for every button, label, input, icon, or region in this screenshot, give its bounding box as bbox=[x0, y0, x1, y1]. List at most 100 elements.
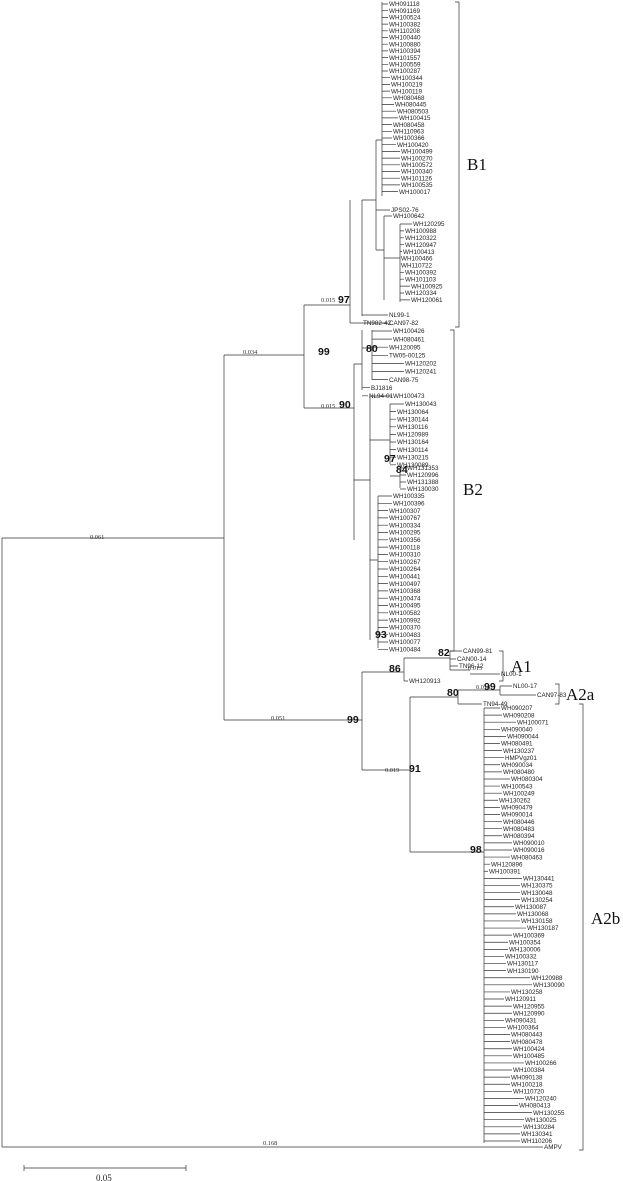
tip-label: WH120295 bbox=[413, 221, 445, 228]
tip-label: WH100266 bbox=[525, 1060, 557, 1067]
tip-label: WH080468 bbox=[393, 95, 425, 102]
branch-lines bbox=[1, 2, 543, 1148]
tip-label: WH100118 bbox=[389, 544, 421, 551]
tip-label: WH100420 bbox=[397, 142, 429, 149]
tip-label: WH130114 bbox=[397, 447, 429, 454]
tip-label: CAN97-82 bbox=[389, 320, 419, 327]
tip-label: WH120913 bbox=[409, 678, 441, 685]
tip-label: WH100366 bbox=[393, 135, 425, 142]
tip-label: WH100424 bbox=[513, 1046, 545, 1053]
tip-label: NL94-01 bbox=[369, 393, 394, 400]
tip-label: WH130284 bbox=[523, 1124, 555, 1131]
tip-label: WH100332 bbox=[505, 954, 537, 961]
tip-label: WH100264 bbox=[389, 566, 421, 573]
bracket-b2 bbox=[450, 329, 455, 652]
tip-label: WH090034 bbox=[501, 762, 533, 769]
tip-label: CAN99-81 bbox=[463, 648, 493, 655]
tip-label: WH090431 bbox=[505, 1018, 537, 1025]
tip-label: WH100582 bbox=[389, 610, 421, 617]
tip-labels: AMPVCAN97-82TN982-42NL99-1WH091118WH0911… bbox=[363, 1, 567, 1151]
tip-label: HMPVgz01 bbox=[505, 755, 537, 762]
tip-label: WH130090 bbox=[533, 982, 565, 989]
tip-label: WH100992 bbox=[389, 617, 421, 624]
bootstrap-a2b-98: 98 bbox=[470, 844, 482, 856]
tip-label: WH100077 bbox=[389, 639, 421, 646]
tip-label: JPS02-76 bbox=[391, 207, 419, 214]
tip-label: WH090044 bbox=[507, 734, 539, 741]
tip-label: WH090138 bbox=[511, 1074, 543, 1081]
tip-label: WH131353 bbox=[407, 465, 439, 472]
tip-label: WH100466 bbox=[401, 256, 433, 263]
tip-label: WH100267 bbox=[389, 559, 421, 566]
tip-label: WH120095 bbox=[389, 344, 421, 351]
tip-label: WH100249 bbox=[503, 790, 535, 797]
tip-label: WH120061 bbox=[411, 297, 443, 304]
bracket-a2a bbox=[555, 683, 560, 705]
tip-label: WH100642 bbox=[393, 213, 425, 220]
tip-label: WH130262 bbox=[499, 797, 531, 804]
tip-label: NL00-1 bbox=[501, 671, 522, 678]
tip-label: WH080491 bbox=[501, 741, 533, 748]
branch-length-a1: 0.015 bbox=[468, 665, 482, 672]
tip-label: WH100484 bbox=[389, 647, 421, 654]
clade-label-a2b: A2b bbox=[591, 909, 620, 928]
tip-label: WH101103 bbox=[405, 276, 437, 283]
tip-label: AMPV bbox=[544, 1144, 563, 1151]
tip-label: WH080446 bbox=[503, 819, 535, 826]
tip-label: WH110206 bbox=[521, 1138, 553, 1145]
clade-label-b2: B2 bbox=[463, 480, 483, 499]
tip-label: TN94-49 bbox=[483, 701, 508, 708]
tip-label: WH130048 bbox=[521, 890, 553, 897]
tip-label: WH100382 bbox=[389, 21, 421, 28]
tip-label: WH080458 bbox=[393, 122, 425, 129]
tip-label: WH100497 bbox=[389, 581, 421, 588]
bootstrap-a2a-99: 99 bbox=[484, 681, 496, 693]
tip-label: WH110963 bbox=[393, 129, 425, 136]
tip-label: WH100499 bbox=[401, 149, 433, 156]
tip-label: WH100495 bbox=[389, 603, 421, 610]
tip-label: WH080443 bbox=[511, 1032, 543, 1039]
tip-label: WH100384 bbox=[513, 1067, 545, 1074]
clade-label-b1: B1 bbox=[467, 155, 487, 174]
tip-label: WH080463 bbox=[511, 854, 543, 861]
tip-label: WH130164 bbox=[397, 439, 429, 446]
tip-label: WH120989 bbox=[397, 432, 429, 439]
tip-label: WH090014 bbox=[501, 812, 533, 819]
bootstrap-b2-93: 93 bbox=[375, 629, 387, 641]
tip-label: WH110722 bbox=[401, 263, 433, 270]
tip-label: WH100524 bbox=[389, 15, 421, 22]
tip-label: WH130158 bbox=[521, 918, 553, 925]
tip-label: WH100767 bbox=[389, 515, 421, 522]
tip-label: TW05-00125 bbox=[389, 353, 426, 360]
tip-label: WH100925 bbox=[411, 283, 443, 290]
tip-label: WH130144 bbox=[397, 416, 429, 423]
tip-label: WH120990 bbox=[513, 1010, 545, 1017]
tip-label: WH120202 bbox=[405, 361, 437, 368]
branch-length-a2a: 0.016 bbox=[476, 684, 490, 691]
tip-label: WH080394 bbox=[503, 833, 535, 840]
tip-label: WH131388 bbox=[407, 479, 439, 486]
tip-label: WH100394 bbox=[389, 48, 421, 55]
bootstrap-b2-97: 97 bbox=[384, 453, 396, 465]
tip-label: WH120322 bbox=[405, 235, 437, 242]
tip-label: WH100119 bbox=[391, 88, 423, 95]
tip-label: WH100483 bbox=[389, 632, 421, 639]
tip-label: WH130087 bbox=[515, 904, 547, 911]
tip-label: WH090016 bbox=[513, 847, 545, 854]
tip-label: WH120947 bbox=[405, 242, 437, 249]
tip-label: WH130375 bbox=[521, 883, 553, 890]
tip-label: WH100559 bbox=[389, 62, 421, 69]
tip-label: WH100572 bbox=[401, 162, 433, 169]
tip-label: WH090010 bbox=[513, 840, 545, 847]
tip-label: WH100415 bbox=[399, 115, 431, 122]
bracket-b1 bbox=[455, 1, 460, 328]
tip-label: WH100295 bbox=[389, 530, 421, 537]
branch-length-ampv: 0.168 bbox=[263, 1140, 277, 1147]
tip-label: WH130064 bbox=[397, 409, 429, 416]
tip-label: WH130255 bbox=[533, 1110, 565, 1117]
tip-label: WH100485 bbox=[513, 1053, 545, 1060]
tip-label: WH080503 bbox=[397, 108, 429, 115]
tip-label: WH080445 bbox=[395, 102, 427, 109]
tip-label: WH100334 bbox=[389, 522, 421, 529]
tip-label: WH090479 bbox=[501, 805, 533, 812]
